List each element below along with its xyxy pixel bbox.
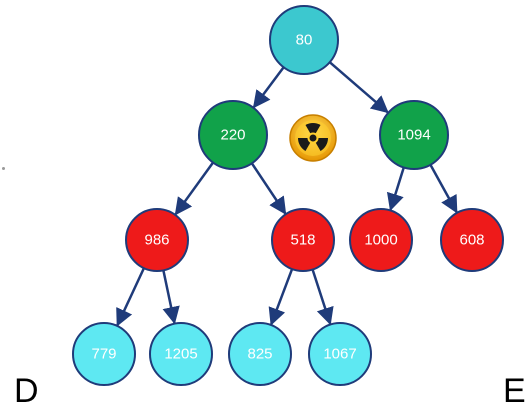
tree-node-label: 825 [247, 346, 272, 363]
tree-node-circle [198, 100, 268, 170]
edge-518-1067 [311, 269, 334, 326]
tree-node-1000: 1000 [349, 208, 413, 272]
tree-node-circle [271, 208, 335, 272]
edge-1094-1000 [386, 167, 405, 212]
edge-518-825 [268, 268, 294, 326]
label-d: D [14, 372, 39, 410]
tree-node-circle [72, 322, 136, 386]
edge-986-1205 [162, 270, 180, 325]
edge-986-779 [116, 267, 146, 327]
tree-node-label: 779 [91, 346, 116, 363]
edge-1094-608 [429, 164, 458, 214]
tree-node-779: 779 [72, 322, 136, 386]
stray-mark [2, 167, 5, 170]
tree-node-label: 1000 [364, 232, 397, 249]
tree-node-80: 80 [269, 5, 339, 75]
tree-node-circle [308, 322, 372, 386]
tree-node-label: 220 [220, 127, 245, 144]
tree-node-label: 986 [144, 232, 169, 249]
tree-node-circle [269, 5, 339, 75]
edges-layer [116, 61, 458, 327]
tree-node-220: 220 [198, 100, 268, 170]
tree-node-circle [349, 208, 413, 272]
tree-node-label: 1205 [164, 346, 197, 363]
edge-80-1094 [328, 61, 389, 114]
tree-node-986: 986 [125, 208, 189, 272]
tree-node-label: 1094 [397, 127, 430, 144]
edge-220-518 [250, 162, 287, 215]
tree-node-label: 518 [290, 232, 315, 249]
tree-node-label: 1067 [323, 346, 356, 363]
tree-node-1067: 1067 [308, 322, 372, 386]
tree-node-circle [379, 100, 449, 170]
tree-node-circle [125, 208, 189, 272]
tree-node-518: 518 [271, 208, 335, 272]
radiation-icon [289, 114, 337, 162]
tree-node-circle [228, 322, 292, 386]
tree-node-label: 608 [459, 232, 484, 249]
edge-80-220 [252, 66, 285, 109]
tree-node-circle [149, 322, 213, 386]
tree-node-608: 608 [440, 208, 504, 272]
tree-node-label: 80 [296, 32, 313, 49]
tree-node-circle [440, 208, 504, 272]
nodes-layer: 80 220 1094 986 518 1000 608 779 1205 825 1067 [72, 5, 504, 386]
tree-node-1094: 1094 [379, 100, 449, 170]
edge-220-986 [174, 161, 215, 216]
label-e: E [503, 372, 526, 410]
tree-node-1205: 1205 [149, 322, 213, 386]
tree-node-825: 825 [228, 322, 292, 386]
